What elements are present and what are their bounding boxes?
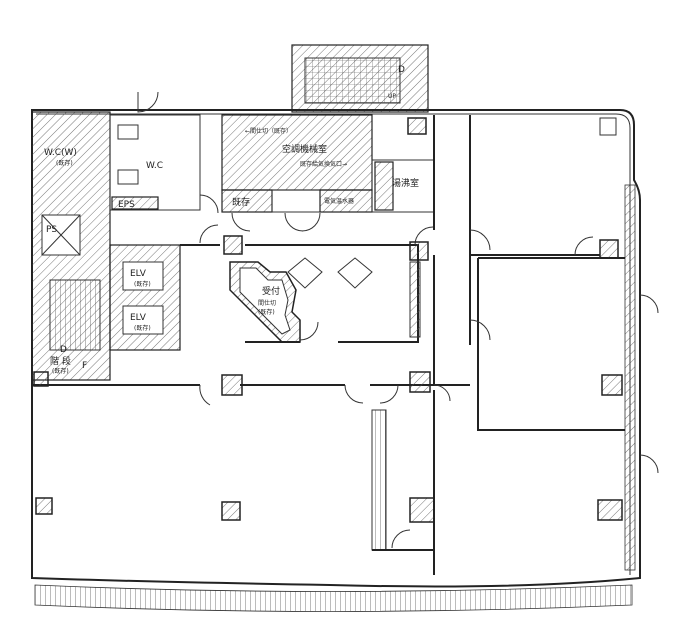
elv2-label: ELV xyxy=(130,313,147,323)
left-stairs xyxy=(49,279,101,351)
kitchenette: 湯沸室 xyxy=(371,159,435,213)
right-offices xyxy=(469,115,625,431)
partition-top-label: ←間仕切（既存） xyxy=(245,127,292,135)
elevator-core: ELV (既存) ELV (既存) xyxy=(109,244,181,351)
elv1-label: ELV xyxy=(130,269,147,279)
water-heater-label: 電気温水器 xyxy=(324,197,354,205)
stairs-label: 階 段 xyxy=(50,355,71,367)
column xyxy=(597,499,623,521)
wc-women-label: W.C(W) xyxy=(44,148,77,158)
existing-vent-label: 既存給気換気口→ xyxy=(300,160,347,168)
mechanical-room: ←間仕切（既存） 空調機械室 既存給気換気口→ 既存 電気温水器 xyxy=(221,114,373,213)
lobby: 受付 間仕切 (既存) xyxy=(180,244,421,343)
column xyxy=(33,371,49,387)
south-balcony xyxy=(34,584,633,612)
columns xyxy=(33,117,623,523)
wc-men: W.C EPS xyxy=(109,114,201,211)
column xyxy=(221,374,243,396)
top-stair-d-label: D xyxy=(398,65,405,75)
column xyxy=(221,501,241,521)
column xyxy=(407,117,427,135)
stairs-sub-label: (既存) xyxy=(52,367,69,375)
top-stair-tower: D UP xyxy=(291,44,429,113)
column xyxy=(409,371,431,393)
partition-label: 間仕切 xyxy=(258,299,276,307)
existing-label: 既存 xyxy=(232,196,250,208)
wc-women-sub-label: (既存) xyxy=(56,159,73,167)
east-wall-curtain xyxy=(624,184,636,571)
elv1-sub-label: (既存) xyxy=(134,280,151,288)
ps-label: PS xyxy=(46,225,57,235)
column xyxy=(223,235,243,255)
interior-walls xyxy=(32,115,470,575)
column xyxy=(409,497,435,523)
mech-room-label: 空調機械室 xyxy=(282,143,327,155)
elv2-sub-label: (既存) xyxy=(134,324,151,332)
doors xyxy=(137,91,659,549)
kitchenette-label: 湯沸室 xyxy=(392,177,419,189)
stairs-f-label: F xyxy=(82,361,87,371)
wc-label: W.C xyxy=(146,161,163,171)
column xyxy=(601,374,623,396)
left-service-core: PS W.C(W) (既存) 階 段 (既存) D F xyxy=(31,111,111,381)
column xyxy=(35,497,53,515)
stairs-d-label: D xyxy=(60,345,67,355)
partition-sub-label: (既存) xyxy=(258,308,275,316)
eps-label: EPS xyxy=(118,200,135,210)
column xyxy=(409,241,429,261)
building-outline xyxy=(31,109,641,612)
column xyxy=(599,239,619,259)
top-stair-up-label: UP xyxy=(388,93,396,100)
reception-label: 受付 xyxy=(262,285,280,297)
